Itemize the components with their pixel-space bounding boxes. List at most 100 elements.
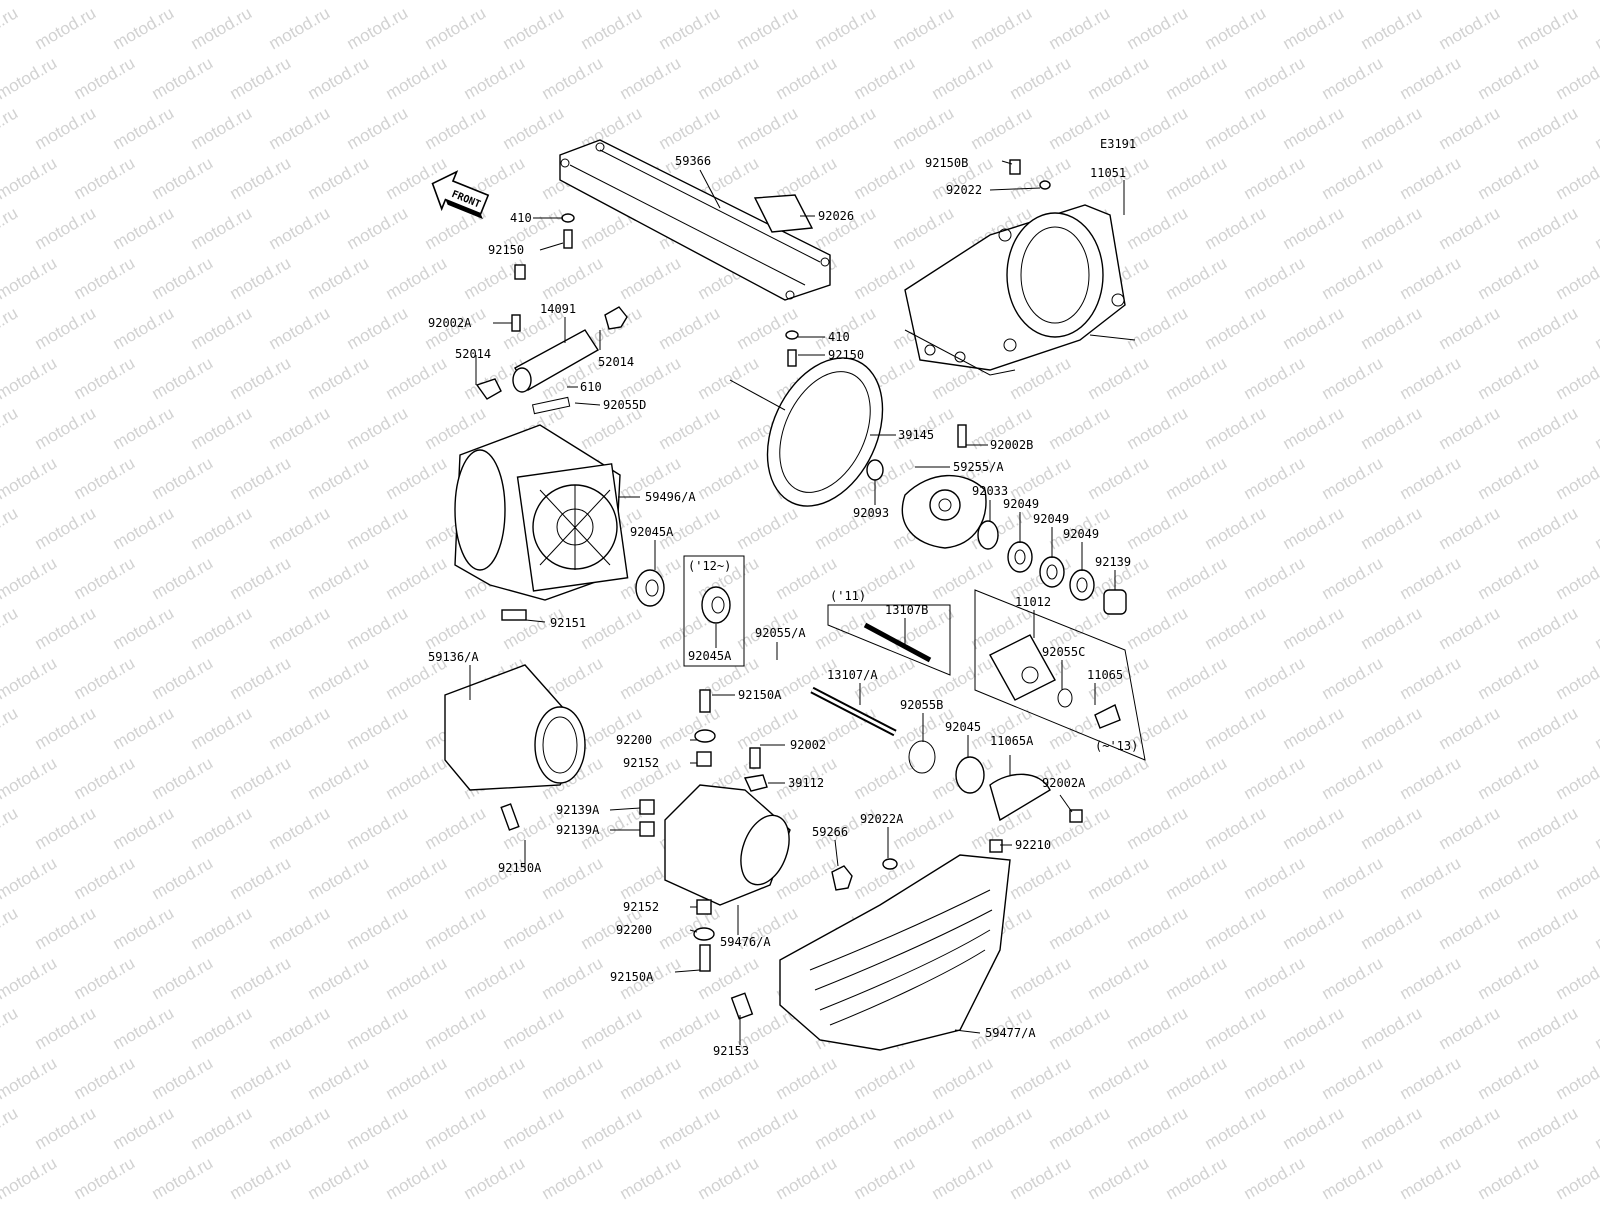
watermark-text: motod.ru — [266, 103, 334, 153]
watermark-text: motod.ru — [578, 1103, 646, 1153]
watermark-text: motod.ru — [1592, 603, 1600, 653]
part-label[interactable]: 59266 — [812, 825, 848, 839]
watermark-text: motod.ru — [0, 253, 60, 303]
part-label[interactable]: 92139 — [1095, 555, 1131, 569]
part-label[interactable]: 52014 — [598, 355, 634, 369]
watermark-text: motod.ru — [1124, 1103, 1192, 1153]
part-label[interactable]: 92150B — [925, 156, 968, 170]
part-label[interactable]: 92150 — [488, 243, 524, 257]
part-label[interactable]: 59255/A — [953, 460, 1004, 474]
watermark-text: motod.ru — [71, 953, 139, 1003]
watermark-text: motod.ru — [539, 1053, 607, 1103]
part-label[interactable]: 39112 — [788, 776, 824, 790]
watermark-text: motod.ru — [1085, 1153, 1153, 1200]
watermark-text: motod.ru — [968, 3, 1036, 53]
watermark-text: motod.ru — [110, 903, 178, 953]
watermark-text: motod.ru — [71, 1153, 139, 1200]
part-label[interactable]: 92055C — [1042, 645, 1085, 659]
part-label[interactable]: 92153 — [713, 1044, 749, 1058]
watermark-text: motod.ru — [1553, 1053, 1600, 1103]
part-label[interactable]: 92210 — [1015, 838, 1051, 852]
part-label[interactable]: 92026 — [818, 209, 854, 223]
watermark-text: motod.ru — [227, 853, 295, 903]
watermark-text: motod.ru — [656, 403, 724, 453]
part-label[interactable]: 92049 — [1033, 512, 1069, 526]
part-label[interactable]: 52014 — [455, 347, 491, 361]
pump-case-59496-part — [455, 425, 628, 600]
watermark-text: motod.ru — [71, 853, 139, 903]
watermark-text: motod.ru — [1202, 203, 1270, 253]
watermark-text: motod.ru — [656, 903, 724, 953]
part-label[interactable]: 92150 — [828, 348, 864, 362]
watermark-text: motod.ru — [149, 353, 217, 403]
part-label[interactable]: 92139A — [556, 823, 600, 837]
part-label[interactable]: 92022 — [946, 183, 982, 197]
watermark-text: motod.ru — [227, 453, 295, 503]
watermark-text: motod.ru — [617, 1053, 685, 1103]
part-label[interactable]: 410 — [510, 211, 532, 225]
part-label[interactable]: 92033 — [972, 484, 1008, 498]
watermark-text: motod.ru — [344, 1003, 412, 1053]
part-label[interactable]: 92055/A — [755, 626, 806, 640]
watermark-text: motod.ru — [1163, 53, 1231, 103]
watermark-text: motod.ru — [773, 1053, 841, 1103]
part-label[interactable]: 92049 — [1003, 497, 1039, 511]
part-label[interactable]: 92150A — [738, 688, 782, 702]
part-label[interactable]: 92139A — [556, 803, 600, 817]
part-label[interactable]: 92151 — [550, 616, 586, 630]
part-label[interactable]: 59496/A — [645, 490, 696, 504]
part-label[interactable]: 92049 — [1063, 527, 1099, 541]
watermark-text: motod.ru — [149, 53, 217, 103]
part-label[interactable]: 11065A — [990, 734, 1034, 748]
watermark-text: motod.ru — [1085, 753, 1153, 803]
part-label[interactable]: 92002B — [990, 438, 1033, 452]
part-label[interactable]: 11012 — [1015, 595, 1051, 609]
part-label[interactable]: 59477/A — [985, 1026, 1036, 1040]
watermark-text: motod.ru — [1436, 103, 1504, 153]
watermark-text: motod.ru — [1241, 53, 1309, 103]
part-label[interactable]: 59136/A — [428, 650, 479, 664]
part-label[interactable]: 92002A — [1042, 776, 1086, 790]
part-label[interactable]: 92002 — [790, 738, 826, 752]
part-label[interactable]: 92002A — [428, 316, 472, 330]
part-label[interactable]: 92150A — [498, 861, 542, 875]
part-label[interactable]: 92055D — [603, 398, 646, 412]
watermark-text: motod.ru — [1241, 1053, 1309, 1103]
part-label[interactable]: 610 — [580, 380, 602, 394]
part-label[interactable]: 92093 — [853, 506, 889, 520]
part-label[interactable]: 14091 — [540, 302, 576, 316]
part-label[interactable]: 92152 — [623, 756, 659, 770]
watermark-text: motod.ru — [149, 153, 217, 203]
part-label[interactable]: 92152 — [623, 900, 659, 914]
part-label[interactable]: 39145 — [898, 428, 934, 442]
part-label[interactable]: 92150A — [610, 970, 654, 984]
watermark-text: motod.ru — [1241, 153, 1309, 203]
watermark-text: motod.ru — [1475, 853, 1543, 903]
part-label[interactable]: 92022A — [860, 812, 904, 826]
part-label[interactable]: 59366 — [675, 154, 711, 168]
watermark-text: motod.ru — [1475, 453, 1543, 503]
part-label[interactable]: 11065 — [1087, 668, 1123, 682]
watermark-text: motod.ru — [1124, 3, 1192, 53]
part-label[interactable]: 13107B — [885, 603, 928, 617]
part-label[interactable]: 11051 — [1090, 166, 1126, 180]
part-label[interactable]: 92200 — [616, 923, 652, 937]
part-label[interactable]: 92045A — [688, 649, 732, 663]
watermark-text: motod.ru — [1241, 753, 1309, 803]
part-label[interactable]: 410 — [828, 330, 850, 344]
watermark-text: motod.ru — [500, 1103, 568, 1153]
part-label[interactable]: 92200 — [616, 733, 652, 747]
part-label[interactable]: 92045 — [945, 720, 981, 734]
watermark-text: motod.ru — [1553, 553, 1600, 603]
part-label[interactable]: 92055B — [900, 698, 943, 712]
watermark-text: motod.ru — [1397, 953, 1465, 1003]
nut-92093-part — [867, 460, 883, 480]
part-label[interactable]: 13107/A — [827, 668, 878, 682]
watermark-text: motod.ru — [149, 453, 217, 503]
watermark-text: motod.ru — [1241, 853, 1309, 903]
watermark-text: motod.ru — [71, 1053, 139, 1103]
watermark-text: motod.ru — [149, 853, 217, 903]
watermark-text: motod.ru — [344, 803, 412, 853]
part-label[interactable]: 59476/A — [720, 935, 771, 949]
part-label[interactable]: 92045A — [630, 525, 674, 539]
